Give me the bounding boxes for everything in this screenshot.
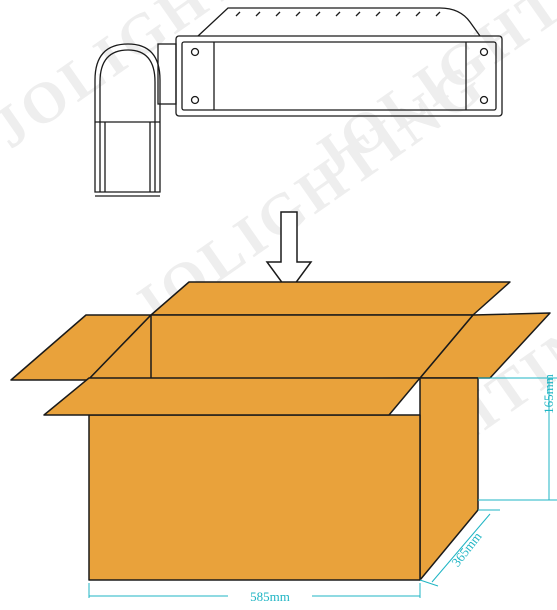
box-front-face — [88, 414, 421, 581]
dimension-lines — [88, 377, 557, 598]
fixture-housing — [175, 35, 503, 117]
height-label: 165mm — [541, 374, 556, 414]
box-front-flap — [43, 377, 421, 416]
length-label: 585mm — [250, 589, 290, 604]
width-line — [431, 513, 491, 583]
fixture-housing-inner — [181, 41, 497, 111]
box-back-flap — [150, 281, 511, 316]
screw-icon-1 — [190, 47, 200, 57]
street-light-fixture — [94, 7, 503, 197]
down-arrow-icon — [265, 211, 313, 294]
screw-icon-4 — [479, 95, 489, 105]
width-tick-bottom — [419, 579, 439, 587]
heatsink-top — [197, 7, 481, 37]
heatsink-fins — [235, 11, 441, 17]
watermark-text-4: JOLIGHTING — [300, 0, 557, 191]
bracket-inner — [99, 49, 156, 192]
screw-icon-2 — [190, 95, 200, 105]
box-interior — [87, 314, 474, 381]
open-cardboard-box — [10, 281, 551, 581]
screw-icon-3 — [479, 47, 489, 57]
mounting-bracket — [94, 43, 161, 193]
